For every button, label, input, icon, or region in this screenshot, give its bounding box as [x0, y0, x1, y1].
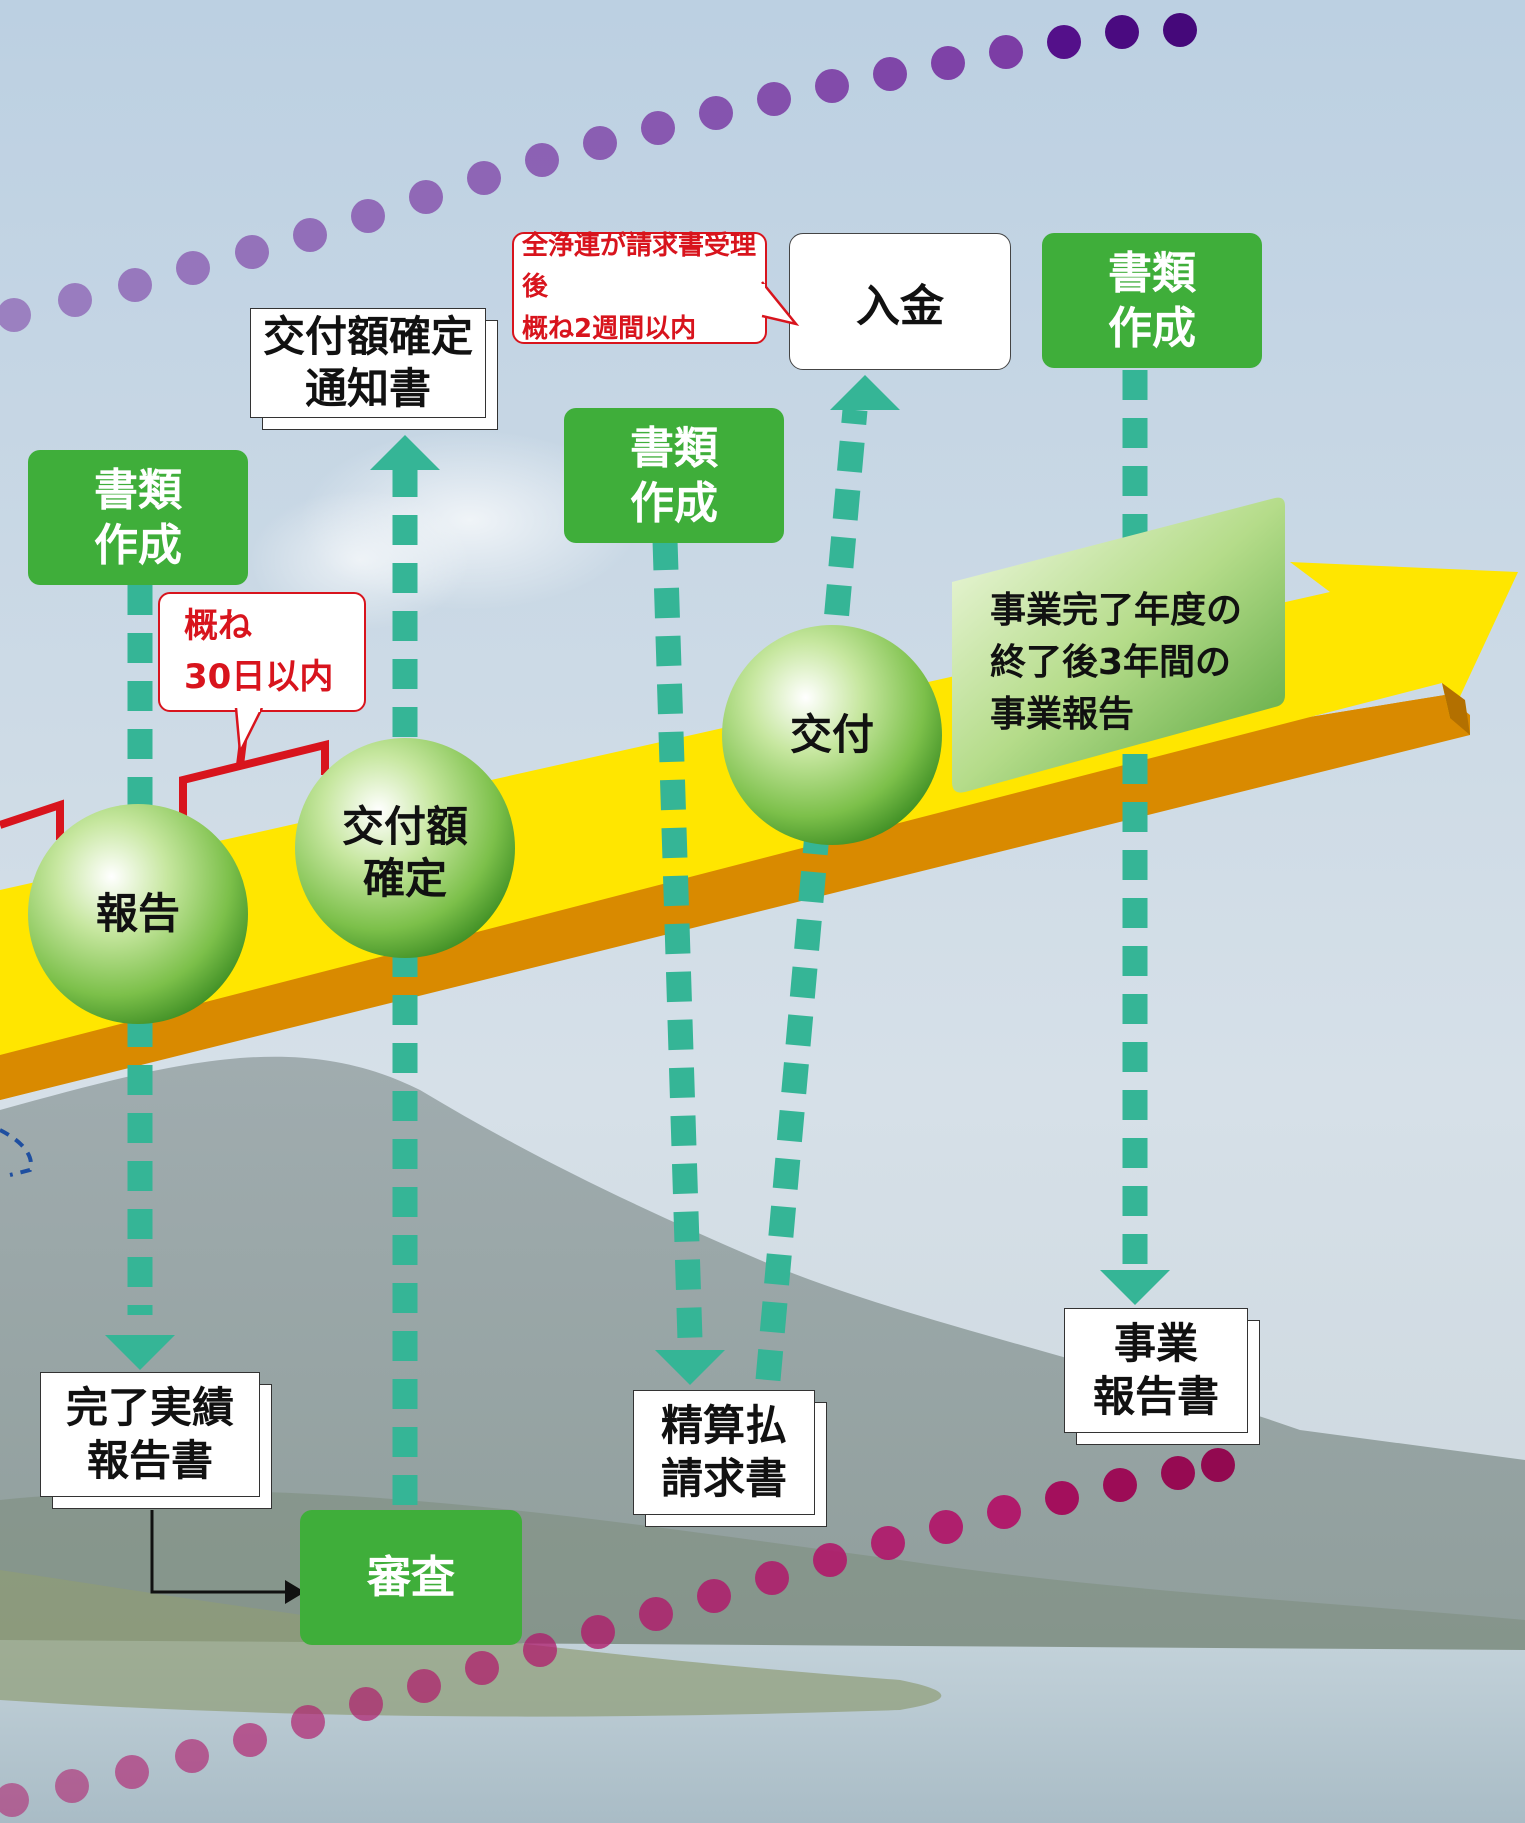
document-label: 交付額確定 通知書 [250, 308, 486, 418]
jigyo-hokokusho-document: 事業 報告書 [1064, 1308, 1260, 1445]
blue-dashed-connector-icon [0, 1128, 33, 1177]
hokoku-sphere-label: 報告 [95, 888, 180, 938]
purple-dotted-curve-icon [0, 13, 1197, 332]
jigyo-hokoku-period-text: 事業完了年度の 終了後3年間の 事業報告 [990, 590, 1243, 736]
callout-tail-icon [234, 708, 264, 757]
shinsa-box: 審査 [300, 1510, 522, 1645]
callout-tail-icon [760, 281, 800, 327]
thirty-days-callout: 概ね 30日以内 [158, 592, 366, 712]
kanryo-jisseki-hokokusho-document: 完了実績 報告書 [40, 1372, 272, 1509]
kofu-sphere-label: 交付 [789, 709, 874, 759]
sphere-icon [28, 625, 942, 1024]
shorui-sakusei-box-2: 書類 作成 [564, 408, 784, 543]
magenta-dotted-curve-icon [0, 1448, 1235, 1817]
teal-arrowheads-icon [105, 375, 1170, 1385]
shorui-sakusei-box-1: 書類 作成 [28, 450, 248, 585]
kofu-kakutei-tsuchisho-document: 交付額確定 通知書 [250, 308, 498, 430]
seisan-seikyusho-document: 精算払 請求書 [633, 1390, 827, 1527]
payment-timing-callout: 全浄連が請求書受理後 概ね2週間以内 [512, 231, 767, 344]
document-label: 完了実績 報告書 [40, 1372, 260, 1497]
report-panel-shape [952, 497, 1285, 793]
shorui-sakusei-box-3: 書類 作成 [1042, 233, 1262, 368]
document-label: 事業 報告書 [1064, 1308, 1248, 1433]
document-label: 精算払 請求書 [633, 1390, 815, 1515]
kofu-kakutei-sphere-label: 交付額 確定 [341, 801, 468, 904]
nyukin-box: 入金 [789, 233, 1011, 370]
black-arrow-icon [150, 1510, 305, 1604]
